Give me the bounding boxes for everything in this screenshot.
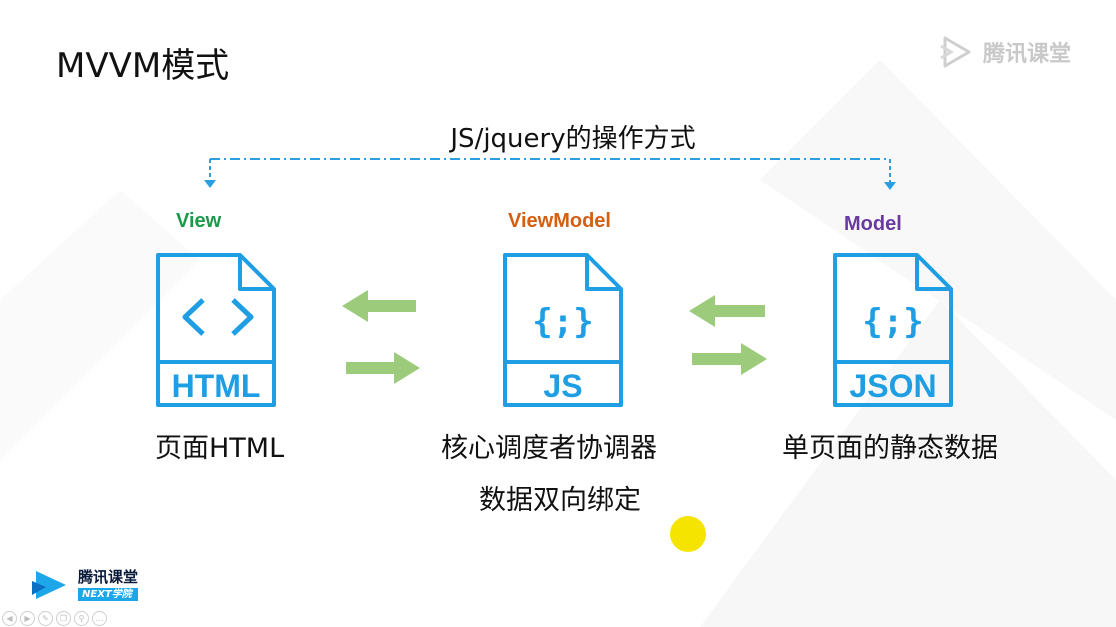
player-controls: ◀ ▶ ✎ ❐ ⚲ … xyxy=(2,611,107,626)
pen-icon[interactable]: ✎ xyxy=(38,611,53,626)
js-file-label: JS xyxy=(543,368,582,404)
arrow-left-viewmodel-icon xyxy=(689,295,765,327)
arrow-down-left-icon xyxy=(204,180,216,188)
json-file-label: JSON xyxy=(849,368,936,404)
arrow-down-right-icon xyxy=(884,182,896,190)
js-file-icon xyxy=(503,253,623,407)
tencent-classroom-logo: 腾讯课堂 NEXT学院 xyxy=(32,567,139,603)
json-braces-glyph: {;} xyxy=(862,302,923,342)
pointer-highlight xyxy=(670,516,706,552)
watermark-text: 腾讯课堂 xyxy=(983,42,1072,67)
json-file-icon xyxy=(833,253,953,407)
arrow-right-model-icon xyxy=(692,343,767,375)
watermark: 腾讯课堂 xyxy=(937,32,1087,72)
zoom-icon[interactable]: ⚲ xyxy=(74,611,89,626)
prev-icon[interactable]: ◀ xyxy=(2,611,17,626)
view-heading: View xyxy=(176,210,222,232)
viewmodel-caption-line1: 核心调度者协调器 xyxy=(441,433,657,464)
logo-play-icon xyxy=(32,571,66,599)
model-heading: Model xyxy=(844,213,902,235)
logo-subtitle: NEXT学院 xyxy=(78,588,139,601)
play-icon[interactable]: ▶ xyxy=(20,611,35,626)
js-braces-glyph: {;} xyxy=(532,302,593,342)
arrow-right-viewmodel-icon xyxy=(346,352,420,384)
viewmodel-heading: ViewModel xyxy=(508,210,611,232)
html-file-icon xyxy=(156,253,276,407)
tencent-classroom-logo-icon xyxy=(940,36,971,68)
arrow-left-view-icon xyxy=(342,290,416,322)
jquery-connector xyxy=(209,158,891,182)
top-label: JS/jquery的操作方式 xyxy=(450,124,696,154)
logo-name: 腾讯课堂 xyxy=(78,568,139,586)
html-file-label: HTML xyxy=(172,368,261,404)
copy-icon[interactable]: ❐ xyxy=(56,611,71,626)
view-caption: 页面HTML xyxy=(155,433,285,464)
viewmodel-caption-line2: 数据双向绑定 xyxy=(479,485,641,516)
more-icon[interactable]: … xyxy=(92,611,107,626)
slide-title: MVVM模式 xyxy=(56,46,230,86)
model-caption: 单页面的静态数据 xyxy=(782,433,998,464)
